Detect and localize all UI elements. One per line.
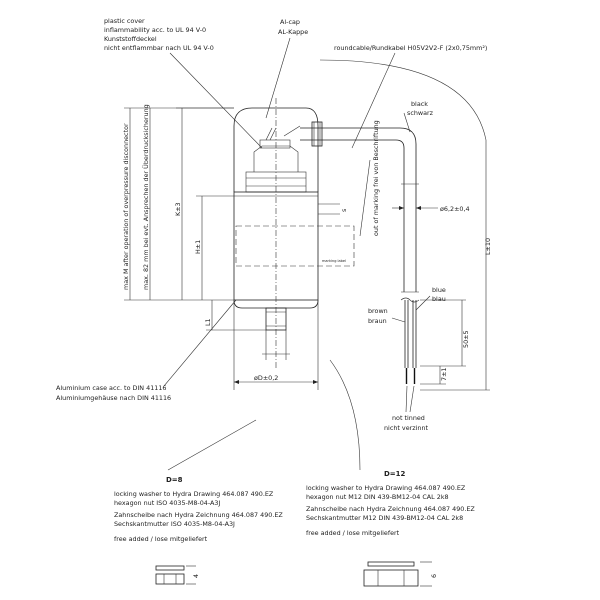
not-tinned-line-1: not tinned bbox=[392, 414, 425, 422]
plastic-cover-line-4: nicht entflammbar nach UL 94 V-0 bbox=[104, 44, 214, 52]
k-dimension-label: K±3 bbox=[174, 202, 182, 216]
cable-length-label: L±10 bbox=[484, 238, 492, 255]
washer-d12-line-1: locking washer to Hydra Drawing 464.087 … bbox=[306, 484, 466, 492]
leader-to-d8 bbox=[167, 419, 257, 471]
not-tinned-line-2: nicht verzinnt bbox=[384, 424, 428, 432]
h-dimension-label: H±1 bbox=[194, 240, 202, 254]
nut-d8-drawing: 4 bbox=[155, 565, 200, 585]
marking-label-area bbox=[235, 225, 355, 267]
wire-color-labels: blue blau brown braun bbox=[368, 286, 446, 325]
lead-50-label: 50±5 bbox=[462, 330, 470, 348]
cable-length-dim: L±10 bbox=[319, 59, 492, 391]
washer-d8-line-3: Zahnscheibe nach Hydra Zeichnung 464.087… bbox=[114, 511, 283, 519]
washer-d12-block: D=12 locking washer to Hydra Drawing 464… bbox=[306, 470, 475, 587]
washer-d8-free: free added / lose mitgeliefert bbox=[114, 535, 208, 543]
black-label-1: black bbox=[411, 100, 428, 108]
washer-d12-title: D=12 bbox=[384, 470, 406, 478]
roundcable-callout: roundcable/Rundkabel H05V2V2-F (2x0,75mm… bbox=[334, 44, 487, 149]
plastic-cover-line-2: inflammability acc. to UL 94 V-0 bbox=[104, 26, 206, 34]
washer-d8-title: D=8 bbox=[166, 476, 183, 484]
plastic-cover-line-3: Kunststoffdeckel bbox=[104, 35, 157, 43]
diameter-dim: øD±0,2 bbox=[233, 300, 319, 390]
cable-gland-nut bbox=[311, 121, 323, 147]
capacitor: marking label bbox=[233, 98, 355, 370]
black-leader bbox=[403, 112, 411, 133]
cable-length-arc bbox=[319, 59, 487, 390]
plastic-cover bbox=[233, 107, 319, 192]
blue-label-1: blue bbox=[432, 286, 446, 294]
not-tinned-callout: not tinned nicht verzinnt bbox=[384, 385, 428, 432]
plastic-cover-line-1: plastic cover bbox=[104, 17, 145, 25]
cable-inner bbox=[300, 139, 405, 184]
washer-d12-line-2: hexagon nut M12 DIN 439-BM12-04 CAL 2k8 bbox=[306, 493, 449, 501]
plastic-cover-callout: plastic cover inflammability acc. to UL … bbox=[104, 17, 263, 149]
al-cap-leader bbox=[265, 37, 291, 119]
brown-label-2: braun bbox=[368, 317, 387, 325]
washer-d8-block: D=8 locking washer to Hydra Drawing 464.… bbox=[114, 476, 283, 585]
washer-d8-line-1: locking washer to Hydra Drawing 464.087 … bbox=[114, 490, 274, 498]
out-of-marking-label: out of marking frei von Beschriftung bbox=[372, 120, 380, 236]
washer-d12-line-3: Zahnscheibe nach Hydra Zeichnung 464.087… bbox=[306, 505, 475, 513]
l1-dimension-label: L1 bbox=[204, 318, 212, 326]
diameter-label: øD±0,2 bbox=[254, 374, 278, 382]
aluminium-case-callout: Aluminium case acc. to DIN 41116 Alumini… bbox=[56, 299, 237, 402]
aluminium-case-line-2: Aluminiumgehäuse nach DIN 41116 bbox=[56, 394, 171, 402]
washer-d8-line-2: hexagon nut ISO 4035-M8-04-A3J bbox=[114, 499, 220, 507]
label-watermark: marking label bbox=[322, 259, 346, 263]
washer-d12-line-4: Sechskantmutter M12 DIN 439-BM12-04 CAL … bbox=[306, 514, 463, 522]
washer-d12-free: free added / lose mitgeliefert bbox=[306, 529, 400, 537]
al-cap-line-1: Al-cap bbox=[280, 18, 300, 26]
al-cap-line-2: AL-Kappe bbox=[278, 28, 308, 36]
round-cable bbox=[300, 121, 420, 384]
lead-7-label: 7±1 bbox=[440, 368, 448, 382]
plastic-cover-leader bbox=[169, 52, 263, 149]
left-dimensions: max M after operation of overpressure di… bbox=[122, 104, 348, 331]
aluminium-case-line-1: Aluminium case acc. to DIN 41116 bbox=[56, 384, 166, 392]
al-cap-callout: Al-cap AL-Kappe bbox=[265, 18, 308, 119]
max-m-label: max M after operation of overpressure di… bbox=[122, 123, 130, 290]
nut-d12-drawing: 6 bbox=[363, 561, 438, 587]
leader-to-d12 bbox=[329, 359, 361, 471]
black-callout: black schwarz bbox=[403, 100, 434, 133]
nut-d8-dim: 4 bbox=[192, 574, 200, 578]
blue-label-2: blau bbox=[432, 295, 446, 303]
roundcable-leader bbox=[351, 52, 396, 149]
cable-diameter-dim: ø6,2±0,4 bbox=[392, 205, 470, 213]
cable-outer bbox=[300, 127, 417, 184]
washer-d8-line-4: Sechskantmutter ISO 4035-M8-04-A3J bbox=[114, 520, 235, 528]
roundcable-label: roundcable/Rundkabel H05V2V2-F (2x0,75mm… bbox=[334, 44, 487, 52]
s-dimension-label: s bbox=[340, 208, 348, 212]
cable-diameter-label: ø6,2±0,4 bbox=[440, 205, 470, 213]
brown-label-1: brown bbox=[368, 307, 388, 315]
nut-d12-dim: 6 bbox=[430, 574, 438, 578]
black-label-2: schwarz bbox=[407, 109, 434, 117]
max-82-label: max. 82 mm bei evt. Ansprechen der Überd… bbox=[141, 104, 150, 290]
lead-length-dims: 50±5 7±1 bbox=[420, 299, 470, 385]
